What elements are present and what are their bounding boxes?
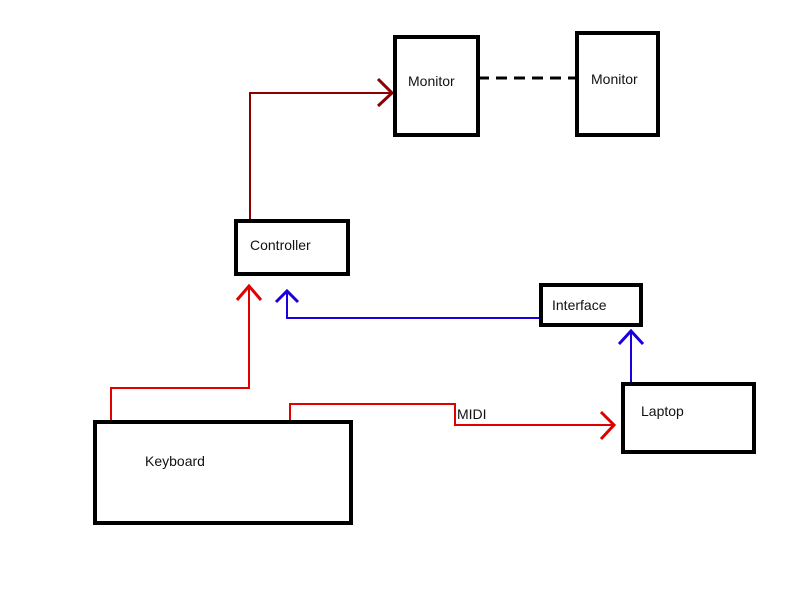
- controller-label: Controller: [250, 237, 311, 253]
- arrowhead-monitor: [376, 77, 395, 108]
- arrowhead-interface: [617, 328, 645, 346]
- keyboard-node: [93, 420, 353, 525]
- arrowhead-controller-blue: [274, 288, 300, 304]
- laptop-label: Laptop: [641, 403, 684, 419]
- edge-keyboard-to-laptop: [289, 403, 614, 426]
- monitor-2-node: [575, 31, 660, 137]
- edge-keyboard-to-controller: [110, 286, 250, 421]
- monitor-1-label: Monitor: [408, 73, 455, 89]
- edge-interface-to-controller: [286, 292, 540, 319]
- controller-node: [234, 219, 350, 276]
- interface-node: [539, 283, 643, 327]
- interface-label: Interface: [552, 297, 607, 313]
- monitor-1-node: [393, 35, 480, 137]
- edge-controller-to-monitor: [249, 92, 392, 221]
- arrowhead-controller-red: [235, 283, 263, 301]
- midi-edge-label: MIDI: [457, 406, 487, 422]
- monitor-2-label: Monitor: [591, 71, 638, 87]
- arrowhead-laptop: [599, 410, 617, 441]
- keyboard-label: Keyboard: [145, 453, 205, 469]
- laptop-node: [621, 382, 756, 454]
